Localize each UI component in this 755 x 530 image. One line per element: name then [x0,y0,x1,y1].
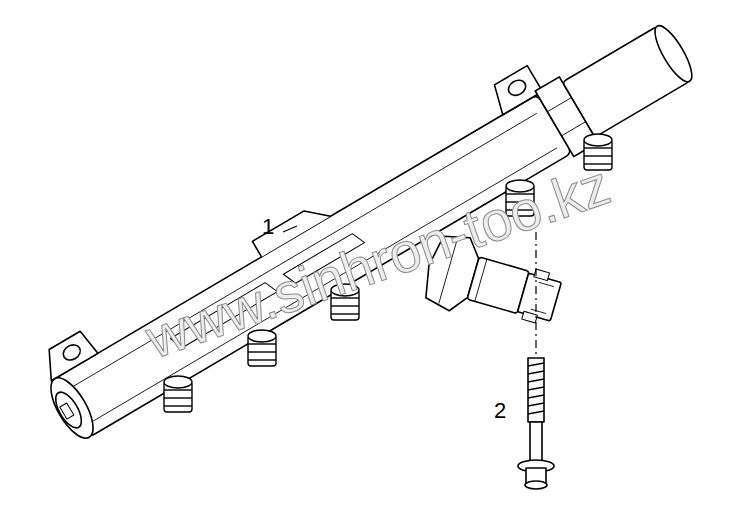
leader-line [283,226,297,232]
bolt [518,358,554,489]
assembly-line [535,232,536,354]
callout-number: 2 [494,400,506,422]
callout-number: 1 [262,216,274,238]
watermark: www.sinhron-too.kz [139,156,616,367]
fuel-rail [27,0,701,448]
